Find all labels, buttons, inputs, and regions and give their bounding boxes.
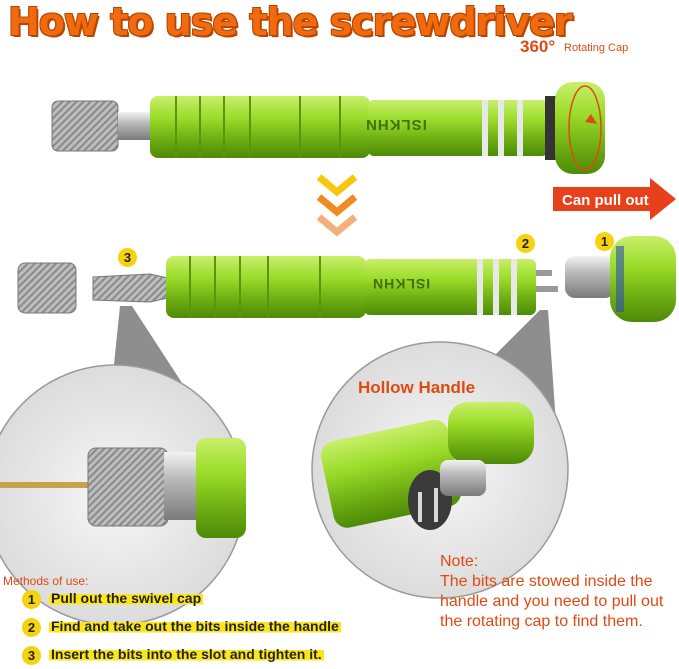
- rotating-cap-degrees: 360°: [520, 37, 556, 56]
- method-step-3: 3 Insert the bits into the slot and tight…: [22, 646, 324, 665]
- note-body: The bits are stowed inside the handle an…: [440, 573, 664, 630]
- middle-screwdriver: [17, 256, 558, 318]
- step-text: Pull out the swivel cap: [49, 590, 204, 607]
- pull-out-arrow-icon: [553, 178, 676, 220]
- method-step-1: 1 Pull out the swivel cap: [22, 590, 204, 609]
- page-title: How to use the screwdriver: [8, 0, 573, 44]
- badge-one: 1: [595, 232, 614, 251]
- separate-rotating-cap: [565, 236, 676, 322]
- top-brand-logo: ISLKHN: [365, 116, 427, 133]
- can-pull-out-label: Can pull out: [562, 192, 649, 209]
- middle-knurled-nut: [17, 262, 77, 314]
- step-text: Find and take out the bits inside the ha…: [49, 618, 341, 635]
- note-block: Note: The bits are stowed inside the han…: [440, 552, 675, 632]
- top-collet: [118, 112, 152, 140]
- note-title: Note:: [440, 553, 479, 570]
- threaded-collet: [92, 273, 169, 303]
- rotating-cap-label: Rotating Cap: [564, 42, 629, 54]
- bit-pin-1: [536, 270, 552, 276]
- top-handle-grip: [150, 96, 370, 158]
- middle-handle-grip: [166, 256, 366, 318]
- badge-three: 3: [118, 248, 137, 267]
- closeup-hollow-handle-circle: [311, 341, 569, 599]
- method-step-2: 2 Find and take out the bits inside the h…: [22, 618, 341, 637]
- step-number-badge: 1: [22, 590, 41, 609]
- down-chevrons-icon: [316, 174, 358, 237]
- bit-pin-2: [536, 286, 558, 292]
- middle-brand-logo: ISLKHN: [372, 276, 431, 292]
- top-screwdriver: [51, 82, 605, 174]
- step-text: Insert the bits into the slot and tighte…: [49, 646, 324, 663]
- top-knurled-nut: [51, 100, 119, 152]
- badge-two: 2: [516, 234, 535, 253]
- methods-title: Methods of use:: [3, 574, 89, 588]
- step-number-badge: 3: [22, 646, 41, 665]
- step-number-badge: 2: [22, 618, 41, 637]
- rotation-indicator-icon: [568, 85, 602, 171]
- top-rotating-cap: [555, 82, 605, 174]
- closeup-collet-circle: [0, 364, 246, 626]
- hollow-handle-label: Hollow Handle: [358, 378, 476, 397]
